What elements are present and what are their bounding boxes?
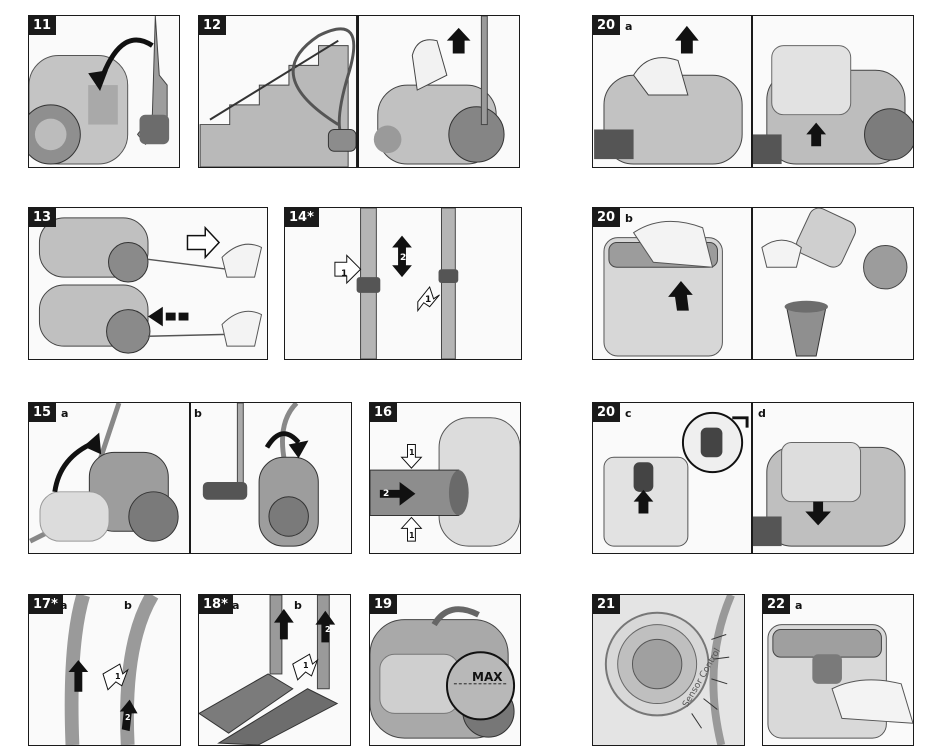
sub-label-c: c (625, 407, 632, 420)
up-arrow-icon (675, 26, 699, 54)
sub-label-a: a (795, 599, 802, 612)
panel-number: 16 (370, 403, 397, 422)
dashed-arrow-icon (148, 307, 188, 327)
step-2: 2 (400, 253, 406, 263)
sub-label-b: b (194, 407, 202, 420)
panel-21: 21 Sensor Control (592, 594, 745, 746)
sub-label-a: a (60, 599, 67, 612)
sub-label-d: d (758, 407, 766, 420)
panel-number: 21 (593, 595, 620, 614)
divider (751, 16, 753, 167)
panel-12: 12 (198, 15, 520, 168)
panel-17: 17* a b 1 2 (28, 594, 181, 746)
panel-20a: 20 a (592, 15, 914, 168)
step-2: 2 (325, 625, 331, 634)
sub-label-a: a (625, 20, 632, 33)
empty-container-illustration (593, 208, 913, 359)
telescopic-tube-illustration (285, 208, 521, 359)
divider (751, 208, 753, 359)
panel-number: 20 (593, 208, 620, 227)
panel-18: 18* a b 1 2 (198, 594, 351, 746)
panel-20c: 20 c d (592, 402, 914, 554)
panel-number: 22 (763, 595, 790, 614)
vacuum-illustration (29, 16, 179, 167)
hose-tube-illustration (29, 595, 180, 745)
panel-number: 14* (285, 208, 319, 227)
sub-label-b: b (124, 599, 132, 612)
panel-16: 16 1 2 1 (369, 402, 521, 554)
max-label: MAX (472, 670, 502, 684)
clean-filter-illustration (593, 403, 913, 553)
panel-15: 15 a b (28, 402, 352, 554)
floor-nozzle-illustration (199, 595, 350, 745)
step-2: 2 (383, 489, 389, 499)
panel-number: 18* (199, 595, 233, 614)
panel-11: 11 (28, 15, 180, 168)
panel-14: 14* 1 2 1 (284, 207, 522, 360)
panel-number: 13 (29, 208, 56, 227)
panel-13: 13 (28, 207, 268, 360)
panel-number: 20 (593, 16, 620, 35)
step-1: 1 (409, 448, 415, 457)
step-1: 1 (409, 531, 415, 540)
panel-19: 19 MAX (369, 594, 521, 746)
outline-arrow-icon (335, 255, 361, 283)
curved-arrow-icon (55, 442, 94, 491)
step-1: 1 (425, 295, 431, 305)
panel-number: 19 (370, 595, 397, 614)
sub-label-b: b (294, 599, 302, 612)
step-1: 1 (115, 672, 121, 681)
hose-connection-illustration (370, 403, 520, 553)
panel-number: 12 (199, 16, 226, 35)
sensor-control-dial-illustration (593, 595, 744, 745)
stairs-illustration (199, 16, 519, 167)
filter-cover-illustration (763, 595, 913, 745)
step-1: 1 (303, 661, 309, 670)
divider (751, 403, 753, 553)
cord-rewind-illustration (29, 208, 267, 359)
sub-label-a: a (61, 407, 68, 420)
step-2: 2 (125, 713, 131, 722)
up-arrow-icon (447, 28, 471, 54)
panel-number: 17* (29, 595, 63, 614)
outline-arrow-icon (187, 228, 219, 258)
step-1: 1 (341, 269, 347, 279)
sub-label-a: a (232, 599, 239, 612)
panel-number: 15 (29, 403, 56, 422)
panel-number: 20 (593, 403, 620, 422)
divider (189, 403, 191, 553)
sub-label-b: b (625, 212, 633, 225)
panel-22: 22 a (762, 594, 914, 746)
panel-number: 11 (29, 16, 56, 35)
panel-20b: 20 b (592, 207, 914, 360)
remove-container-illustration (593, 16, 913, 167)
